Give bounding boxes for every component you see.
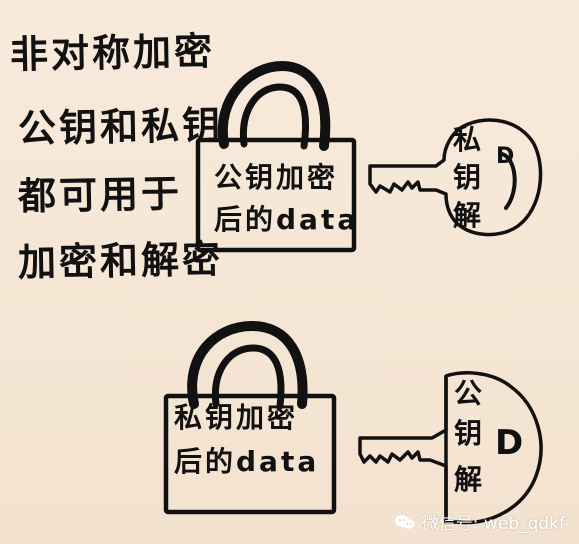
key1-char-3: 解 — [453, 199, 485, 232]
key1-char-2: 钥 — [453, 161, 485, 194]
key2-char-3: 解 — [454, 463, 486, 496]
lock1-text-line1: 公钥加密 — [214, 161, 339, 194]
lock2-text-line2: 后的data — [174, 445, 320, 478]
key2-char-1: 公 — [454, 377, 486, 410]
lock1-text-line2: 后的data — [214, 203, 360, 236]
key2-char-2: 钥 — [454, 417, 486, 450]
watermark-text: 微信号: web_qdkf — [421, 514, 565, 534]
key1-char-1: 私 — [453, 123, 485, 156]
note-line-1: 非对称加密 — [9, 29, 216, 77]
key-icon — [368, 118, 543, 237]
padlock-icon — [195, 60, 357, 253]
lock2-text-line1: 私钥加密 — [174, 401, 299, 434]
key2-mark: D — [495, 423, 527, 463]
key1-mark: D — [496, 144, 518, 169]
key-icon — [358, 371, 543, 525]
padlock-icon — [163, 320, 337, 515]
note-line-3: 都可用于 — [17, 171, 183, 219]
wechat-icon — [394, 514, 415, 529]
watermark: 微信号: web_qdkf — [394, 509, 565, 534]
